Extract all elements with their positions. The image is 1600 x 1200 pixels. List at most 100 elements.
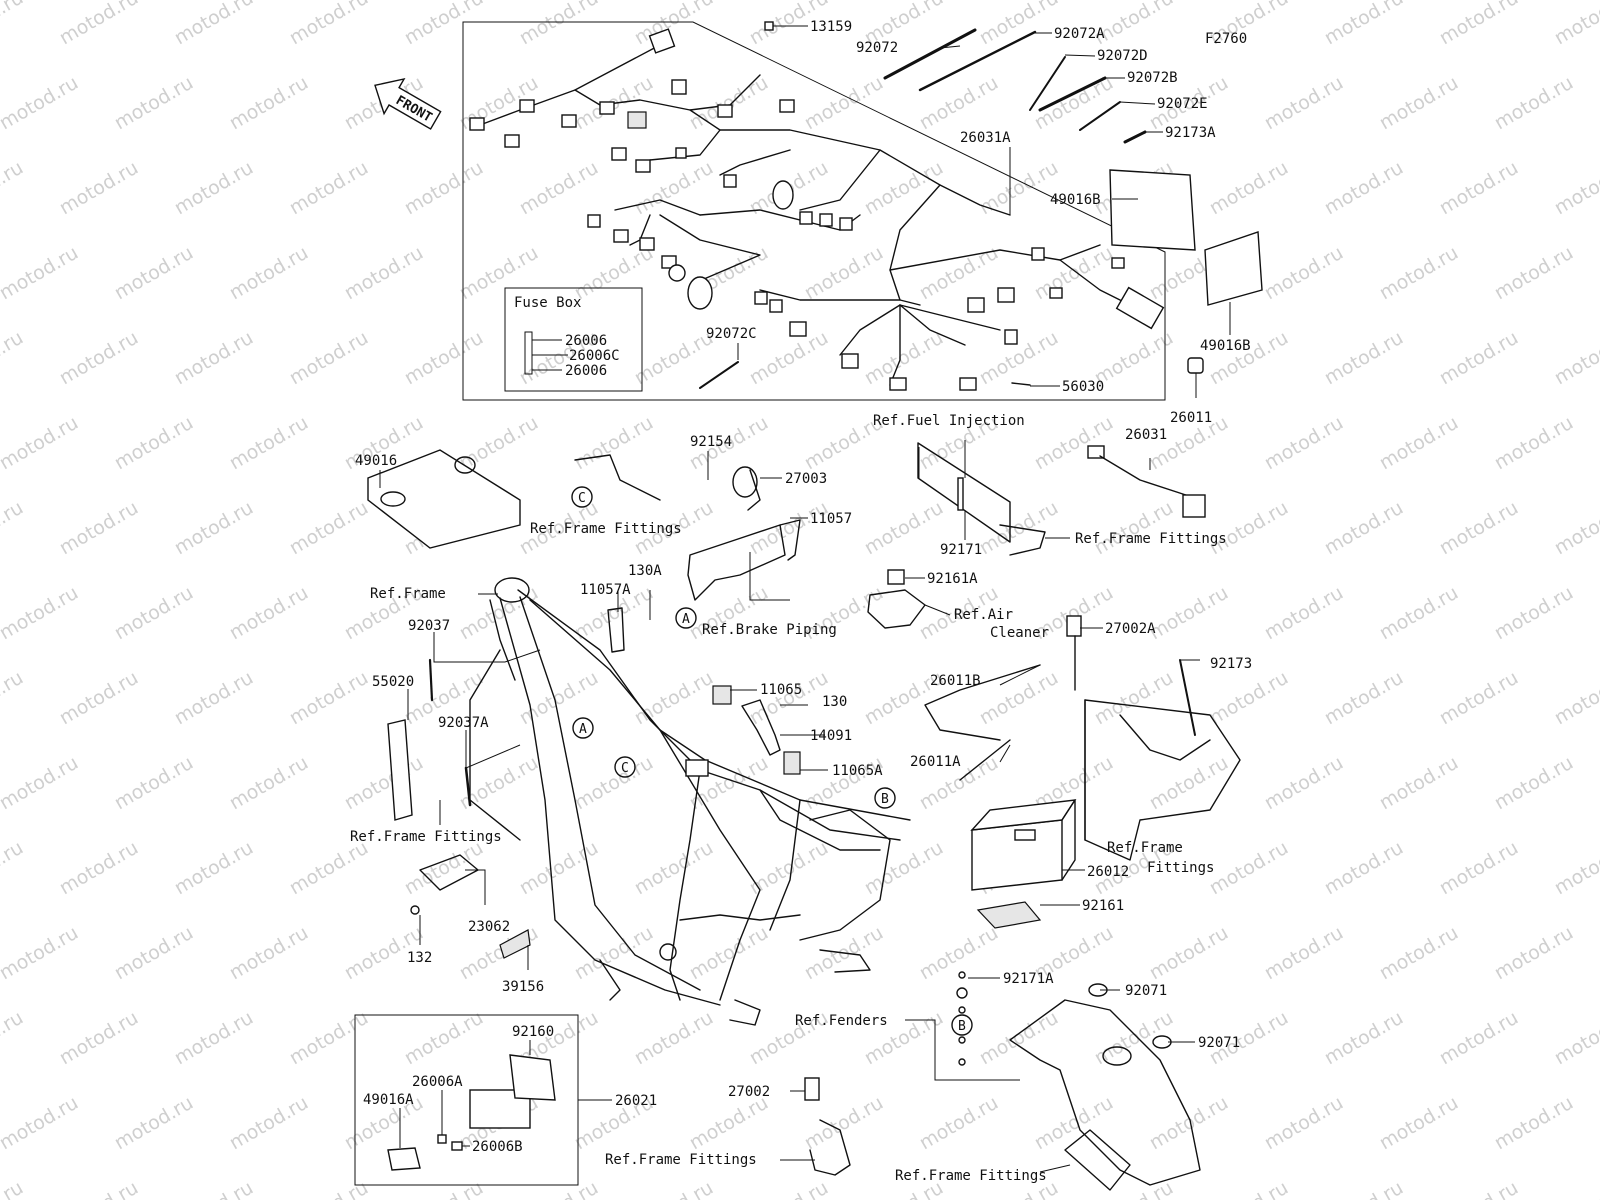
watermark: motod.ru [1491,412,1577,475]
watermark: motod.ru [1551,497,1600,560]
harness-group-frame [462,21,1166,401]
bracket-27002 [809,1119,851,1176]
label-27003: 27003 [785,471,827,487]
label-130a: 130A [628,563,662,579]
label-92072c: 92072C [706,326,757,342]
watermark: motod.ru [571,922,657,985]
diagram-code: F2760 [1205,31,1247,47]
watermark: motod.ru [401,0,487,49]
watermark: motod.ru [286,0,372,49]
battery-26012 [970,799,1077,891]
svg-text:B: B [881,792,889,807]
label-14091: 14091 [810,728,852,744]
watermark: motod.ru [111,412,197,475]
watermark: motod.ru [916,1092,1002,1155]
watermark: motod.ru [1491,242,1577,305]
bolt-92037a [464,766,472,807]
label-11057a: 11057A [580,582,631,598]
label-11065a: 11065A [832,763,883,779]
watermark: motod.ru [1436,1007,1522,1070]
label-fuse-26006c: 26006C [569,348,620,364]
leader-lines [379,25,1231,1173]
pad-39156 [499,929,531,959]
label-92161a: 92161A [927,571,978,587]
watermark: motod.ru [1261,412,1347,475]
ref-air-cleaner-2: Cleaner [990,625,1049,641]
watermark: motod.ru [516,837,602,900]
watermark: motod.ru [171,327,257,390]
fuse-26006b [451,1141,463,1151]
watermark: motod.ru [226,922,312,985]
part-labels: F2760 13159 92072 92072A 92072D 92072B 9… [355,19,1252,1155]
label-26011: 26011 [1170,410,1212,426]
label-92071-lower: 92071 [1198,1035,1240,1051]
watermark: motod.ru [401,327,487,390]
watermark: motod.ru [286,837,372,900]
ref-fuel-injection: Ref.Fuel Injection [873,413,1025,429]
watermark: motod.ru [0,1092,82,1155]
callout-c1: C [571,486,593,508]
watermark: motod.ru [456,412,542,475]
sub-harness-26031 [1087,445,1206,518]
watermark: motod.ru [1261,922,1347,985]
watermark: motod.ru [0,412,82,475]
watermark: motod.ru [0,752,82,815]
fender-fasteners [956,971,968,1066]
watermark: motod.ru [1321,837,1407,900]
watermark: motod.ru [0,327,27,390]
label-26011a: 26011A [910,754,961,770]
ref-frame-fittings-bottom: Ref.Frame Fittings [605,1152,757,1168]
svg-text:C: C [621,761,629,776]
watermark: motod.ru [0,242,82,305]
watermark: motod.ru [0,0,27,49]
label-fuse-26006-1: 26006 [565,333,607,349]
svg-text:A: A [579,722,587,737]
watermark: motod.ru [111,72,197,135]
pad-92161 [976,901,1042,929]
watermark: motod.ru [56,667,142,730]
watermark: motod.ru [401,1007,487,1070]
watermark: motod.ru [516,157,602,220]
callout-a2: A [572,717,594,739]
watermark: motod.ru [401,1177,487,1200]
ref-frame-fittings-right: Ref.Frame Fittings [1075,531,1227,547]
label-92037: 92037 [408,618,450,634]
label-23062: 23062 [468,919,510,935]
watermark: motod.ru [1436,327,1522,390]
watermark: motod.ru [1146,582,1232,645]
bracket-55020 [387,719,413,821]
watermark: motod.ru [1206,837,1292,900]
watermark: motod.ru [1491,72,1577,135]
battery-case [1084,699,1241,861]
ref-frame-fittings-battery-1: Ref.Frame [1107,840,1183,856]
watermark: motod.ru [56,0,142,49]
watermark: motod.ru [171,0,257,49]
watermark: motod.ru [976,1007,1062,1070]
watermark: motod.ru [1031,1092,1117,1155]
watermark: motod.ru [226,582,312,645]
watermark: motod.ru [686,1092,772,1155]
watermark: motod.ru [0,157,27,220]
label-92161: 92161 [1082,898,1124,914]
watermark: motod.ru [631,0,717,49]
watermark: motod.ru [0,497,27,560]
watermark: motod.ru [111,242,197,305]
watermark: motod.ru [686,72,772,135]
watermark: motod.ru [0,72,82,135]
watermark: motod.ru [1261,72,1347,135]
label-130: 130 [822,694,847,710]
watermark: motod.ru [1376,72,1462,135]
watermark: motod.ru [0,837,27,900]
callout-b1: B [874,787,896,809]
watermark: motod.ru [171,837,257,900]
watermark: motod.ru [56,1177,142,1200]
label-92171a: 92171A [1003,971,1054,987]
band-92173 [1179,659,1196,736]
watermark: motod.ru [171,667,257,730]
watermark: motod.ru [746,497,832,560]
watermark: motod.ru [1436,0,1522,49]
watermark: motod.ru [631,837,717,900]
label-26011b: 26011B [930,673,981,689]
watermark: motod.ru [1436,667,1522,730]
callout-a1: A [675,607,697,629]
